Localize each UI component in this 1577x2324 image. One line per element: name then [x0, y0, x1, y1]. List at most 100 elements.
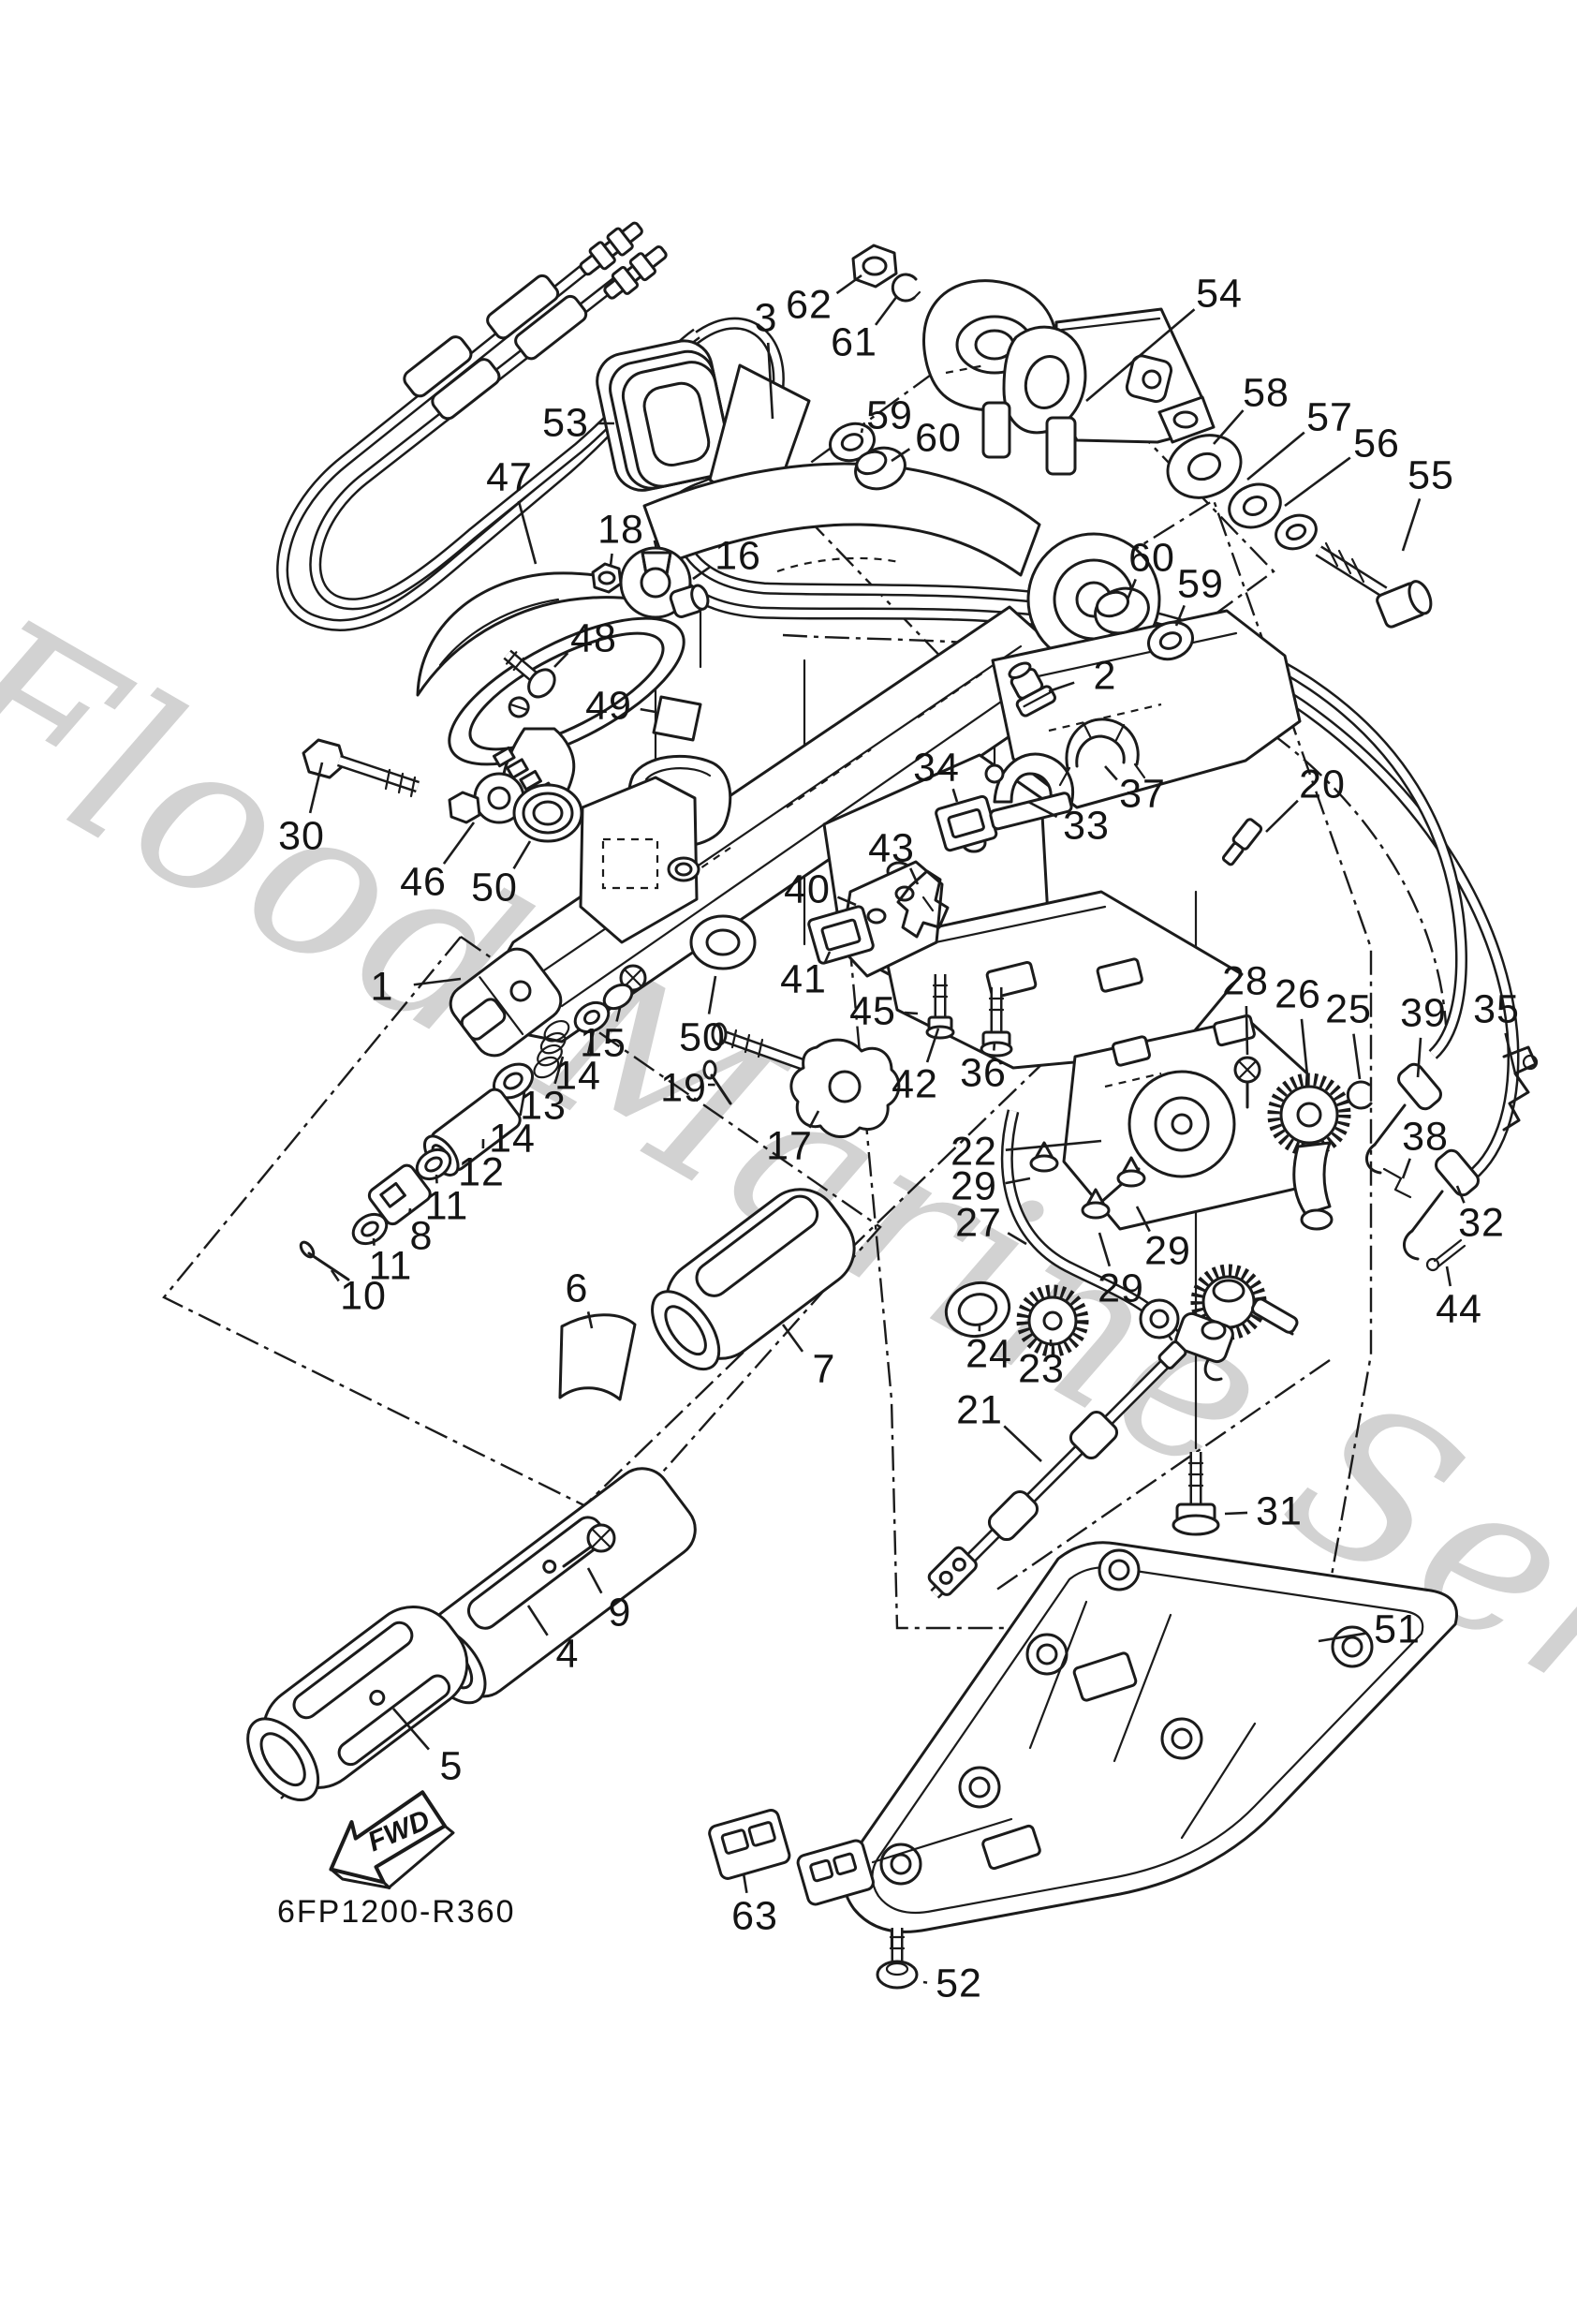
leader-line [413, 977, 462, 986]
clip-37 [1058, 718, 1146, 787]
part-label-56: 56 [1353, 421, 1400, 466]
leader-line [1005, 1177, 1031, 1185]
part-label-42: 42 [892, 1061, 938, 1107]
wire-38 [1382, 1167, 1412, 1199]
leader-line [1048, 681, 1075, 693]
part-label-19: 19 [660, 1065, 707, 1111]
damper-pad-49 [652, 695, 702, 742]
leader-line [925, 1028, 940, 1063]
leader-line [1085, 308, 1196, 402]
part-label-32: 32 [1458, 1200, 1505, 1246]
lever-screw [503, 649, 556, 699]
leader-line [1135, 1206, 1151, 1233]
leader-line [836, 896, 857, 907]
part-label-41: 41 [780, 956, 827, 1002]
part-label-63: 63 [731, 1893, 778, 1939]
leader-line [640, 707, 656, 714]
part-label-44: 44 [1436, 1286, 1482, 1332]
leader-line [392, 1708, 430, 1751]
cable-clamp-16 [619, 546, 710, 619]
part-label-12: 12 [458, 1149, 505, 1195]
part-label-46: 46 [400, 859, 447, 905]
screw-42 [925, 974, 955, 1040]
part-label-28: 28 [1222, 958, 1269, 1004]
part-label-29: 29 [1144, 1228, 1191, 1274]
bolt-31 [1172, 1452, 1220, 1536]
leader-line [922, 1980, 928, 1984]
cable-ends-right [1221, 818, 1539, 1272]
leader-line [553, 652, 569, 668]
part-label-38: 38 [1402, 1114, 1449, 1160]
pin-19 [702, 1059, 732, 1105]
leader-line [1224, 1511, 1248, 1516]
part-label-21: 21 [956, 1387, 1003, 1433]
leader-line [519, 1091, 526, 1117]
connector-20 [1221, 818, 1263, 866]
leader-line [586, 1029, 596, 1054]
part-label-34: 34 [913, 745, 960, 791]
part-label-35: 35 [1473, 986, 1520, 1032]
pivot-clamp-bracket [579, 754, 757, 970]
part-label-14: 14 [489, 1116, 536, 1162]
shift-lever-group [416, 571, 685, 843]
leader-line [1265, 799, 1299, 833]
part-label-10: 10 [340, 1273, 387, 1319]
leader-line [435, 1174, 438, 1184]
leader-line [1284, 456, 1351, 508]
shaft-pin [1251, 1297, 1299, 1334]
part-label-15: 15 [580, 1020, 626, 1066]
part-label-51: 51 [1374, 1606, 1421, 1652]
leader-line [904, 1011, 919, 1015]
part-label-5: 5 [439, 1743, 464, 1789]
seal-24 [944, 1280, 1011, 1339]
leader-line [692, 566, 711, 581]
cotter-pin-44 [1425, 1238, 1466, 1272]
leader-line [1455, 1185, 1466, 1204]
part-label-26: 26 [1275, 971, 1321, 1017]
lock-washer-61 [891, 273, 921, 303]
part-label-13: 13 [520, 1083, 567, 1129]
part-label-29: 29 [951, 1163, 997, 1209]
leader-line [808, 1110, 820, 1129]
part-label-61: 61 [831, 319, 877, 365]
part-label-49: 49 [585, 683, 632, 729]
leader-line [951, 788, 959, 803]
part-label-47: 47 [486, 454, 533, 500]
part-label-4: 4 [555, 1631, 580, 1677]
part-label-58: 58 [1243, 370, 1290, 416]
leader-line [1174, 604, 1186, 627]
leader-line [1318, 1632, 1366, 1643]
leader-line [372, 1237, 376, 1246]
fwd-arrow: FWD [309, 1778, 459, 1904]
leader-line [1126, 578, 1137, 600]
part-label-59: 59 [1177, 561, 1224, 607]
screw-9 [562, 1523, 616, 1568]
pin-10 [299, 1240, 350, 1281]
spring-13 [533, 1019, 570, 1079]
leader-line [1246, 431, 1305, 481]
part-label-23: 23 [1018, 1346, 1065, 1392]
throttle-arm-gear-26 [1267, 1073, 1351, 1231]
link-arm [1139, 1298, 1234, 1382]
grip-5 [246, 1605, 469, 1802]
part-label-11: 11 [424, 1183, 469, 1229]
leader-line [308, 762, 324, 814]
leader-line [526, 1605, 549, 1636]
block-41 [807, 905, 875, 965]
leader-line [609, 553, 613, 567]
part-label-16: 16 [715, 533, 761, 579]
part-label-3: 3 [754, 295, 778, 341]
mount-washers-bolt [1166, 434, 1433, 629]
part-label-29: 29 [1098, 1266, 1144, 1311]
connectors-63 [708, 1809, 1013, 1906]
steering-bracket [922, 279, 1216, 476]
part-label-1: 1 [370, 964, 394, 1010]
leader-line [891, 448, 911, 463]
leader-line [1005, 1139, 1102, 1152]
part-label-30: 30 [278, 813, 325, 859]
leader-line [1401, 497, 1422, 552]
part-label-45: 45 [849, 988, 896, 1034]
part-label-25: 25 [1325, 986, 1372, 1032]
pivot-washers [829, 422, 1194, 661]
